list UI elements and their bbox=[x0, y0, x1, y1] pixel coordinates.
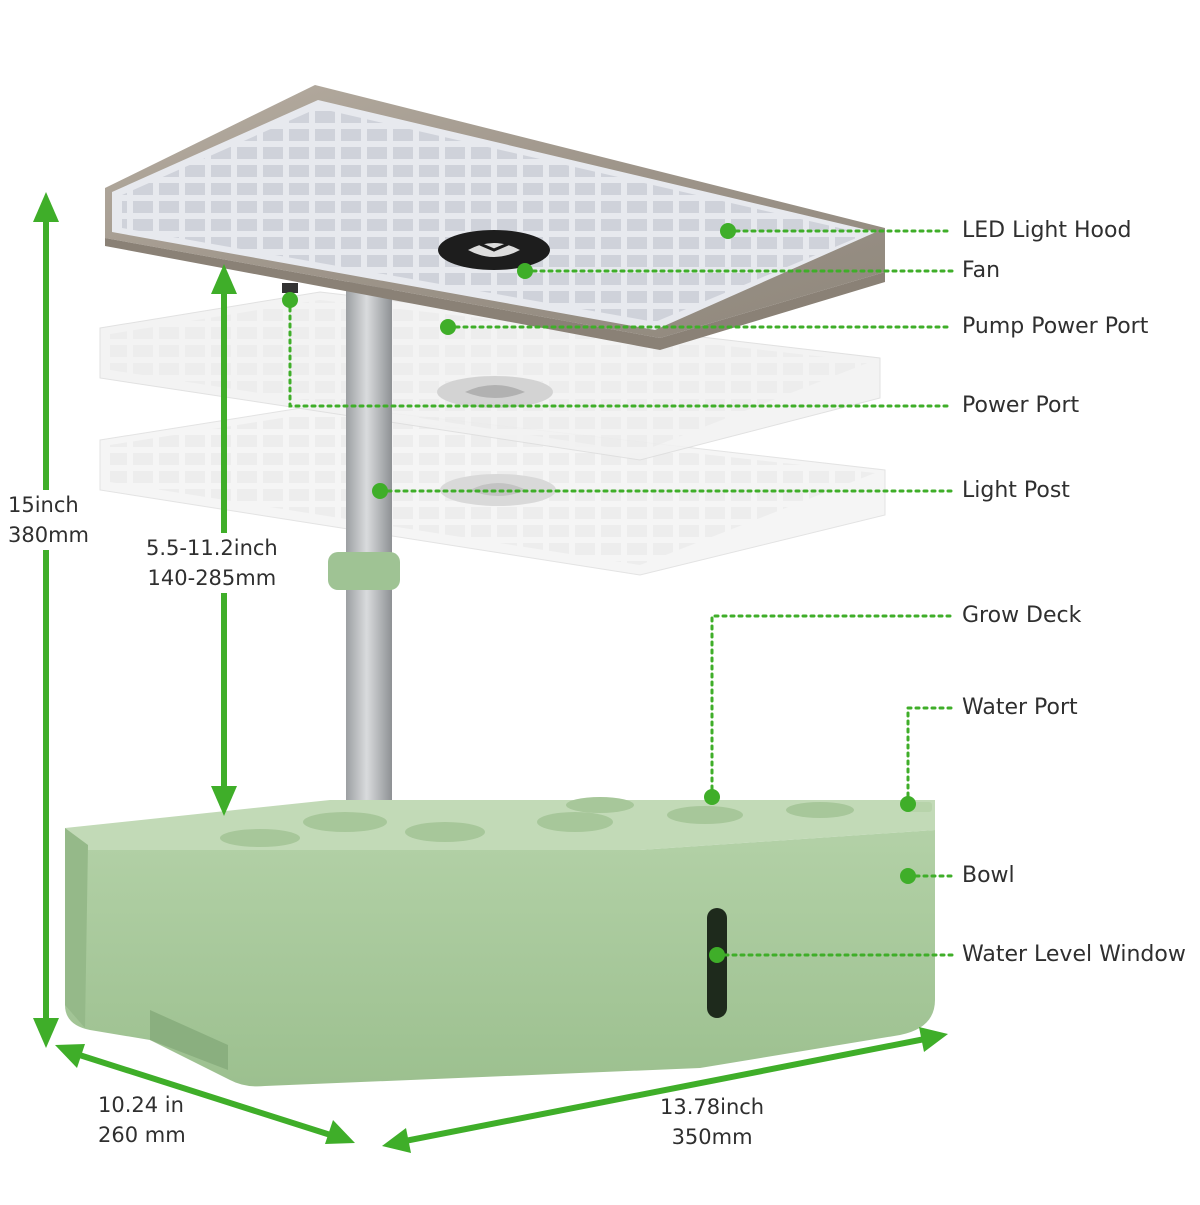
dimension-width: 13.78inch 350mm bbox=[660, 1092, 764, 1152]
dimension-total-height: 15inch 380mm bbox=[8, 490, 89, 550]
total-height-metric: 380mm bbox=[8, 523, 89, 547]
callout-leaders bbox=[288, 229, 954, 957]
width-arrow bbox=[399, 1035, 931, 1145]
light-post-clamp bbox=[328, 552, 400, 590]
callout-light-post: Light Post bbox=[962, 478, 1070, 503]
callout-fan: Fan bbox=[962, 258, 1001, 283]
width-imperial: 13.78inch bbox=[660, 1095, 765, 1119]
callout-dots bbox=[282, 223, 916, 963]
adjust-height-metric: 140-285mm bbox=[147, 566, 277, 590]
dimension-arrows bbox=[33, 192, 948, 1153]
callout-power-port: Power Port bbox=[962, 393, 1080, 418]
bowl-shape bbox=[65, 797, 935, 1087]
light-hood-ghost-high bbox=[99, 291, 881, 461]
width-metric: 350mm bbox=[671, 1125, 753, 1149]
depth-arrow bbox=[69, 1049, 341, 1141]
dimension-depth: 10.24 in 260 mm bbox=[98, 1090, 186, 1150]
callout-grow-deck: Grow Deck bbox=[962, 603, 1082, 628]
adjust-height-imperial: 5.5-11.2inch bbox=[146, 536, 278, 560]
callout-pump-power-port: Pump Power Port bbox=[962, 314, 1149, 339]
depth-metric: 260 mm bbox=[98, 1123, 186, 1147]
depth-imperial: 10.24 in bbox=[98, 1093, 184, 1117]
callout-led-light-hood: LED Light Hood bbox=[962, 218, 1132, 243]
callout-bowl: Bowl bbox=[962, 863, 1015, 888]
total-height-imperial: 15inch bbox=[8, 493, 79, 517]
light-post-shape bbox=[346, 282, 392, 812]
callout-water-level-window: Water Level Window bbox=[962, 942, 1186, 967]
dimension-adjust-height: 5.5-11.2inch 140-285mm bbox=[146, 533, 278, 593]
callout-water-port: Water Port bbox=[962, 695, 1078, 720]
